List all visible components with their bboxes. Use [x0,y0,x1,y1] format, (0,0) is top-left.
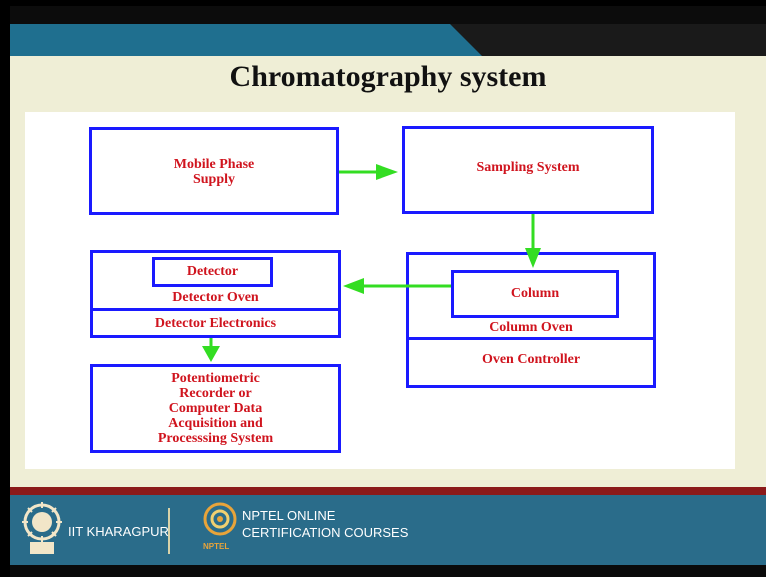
mobile-phase-label: Mobile Phase Supply [173,157,255,187]
nptel-logo-icon [203,502,237,536]
column-oven-divider [406,337,656,340]
nptel-logo-text: NPTEL [203,542,230,551]
nptel-online-text: NPTEL ONLINE [242,508,336,523]
iit-kharagpur-text: IIT KHARAGPUR [68,524,169,539]
column-oven-label: Column Oven [489,320,573,335]
column-label: Column [510,286,560,301]
column-box [451,270,619,318]
footer-separator [168,508,170,554]
recorder-label: Potentiometric Recorder or Computer Data… [157,371,274,446]
oven-controller-label: Oven Controller [481,352,581,367]
detector-box [152,257,273,287]
sampling-system-box [402,126,654,214]
top-dark-bar [10,6,766,24]
detector-divider [90,308,341,311]
footer-red-stripe [10,487,766,495]
top-teal-bar [10,24,766,56]
detector-oven-label: Detector Oven [172,290,259,305]
iit-logo-icon [22,502,62,554]
footer-bottom-bar [10,565,766,577]
detector-label: Detector [186,264,239,279]
sampling-system-label: Sampling System [476,160,580,175]
footer-bar [10,495,766,565]
recorder-box [90,364,341,453]
top-bar-shape [450,24,766,56]
detector-electronics-label: Detector Electronics [154,316,277,331]
certification-courses-text: CERTIFICATION COURSES [242,525,409,540]
mobile-phase-box [89,127,339,215]
slide-title: Chromatography system [229,60,547,93]
